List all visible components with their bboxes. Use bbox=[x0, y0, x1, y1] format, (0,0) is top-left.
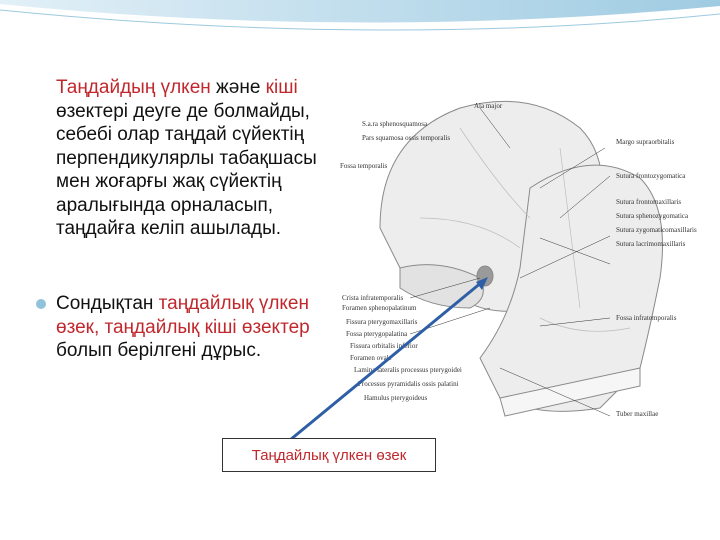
figure-label: Sutura frontozygomatica bbox=[616, 172, 686, 180]
figure-label: Lamina lateralis processus pterygoidei bbox=[354, 366, 462, 374]
figure-label: Fissura orbitalis inferior bbox=[350, 342, 418, 350]
skull-illustration: Ala major S.a.ra sphenosquamosa Pars squ… bbox=[340, 100, 697, 418]
figure-label: Pars squamosa ossis temporalis bbox=[362, 134, 450, 142]
figure-label: Margo supraorbitalis bbox=[616, 138, 675, 146]
paragraph-text: өзектері деуге де болмайды, себебі олар … bbox=[56, 100, 317, 240]
figure-label: Sutura sphenozygomatica bbox=[616, 212, 689, 220]
figure-label: Sutura lacrimomaxillaris bbox=[616, 240, 686, 248]
figure-label: Ala major bbox=[474, 102, 503, 110]
figure-label: Sutura frontomaxillaris bbox=[616, 198, 681, 206]
figure-label: Fissura pterygomaxillaris bbox=[346, 318, 418, 326]
callout-box: Таңдайлық үлкен өзек bbox=[222, 438, 436, 472]
bullet-highlight: таңдайлық үлкен өзек, таңдайлық кіші өзе… bbox=[56, 293, 310, 338]
figure-label: Fossa temporalis bbox=[340, 162, 388, 170]
callout-label: Таңдайлық үлкен өзек bbox=[251, 446, 407, 464]
figure-label: Foramen sphenopalatinum bbox=[342, 304, 417, 312]
highlight-text: кіші bbox=[265, 77, 298, 98]
figure-label: S.a.ra sphenosquamosa bbox=[362, 120, 428, 128]
main-paragraph: Таңдайдың үлкен және кіші өзектері деуге… bbox=[50, 76, 340, 241]
figure-label: Sutura zygomaticomaxillaris bbox=[616, 226, 697, 234]
figure-label: Fossa pterygopalatina bbox=[346, 330, 408, 338]
header-swoosh bbox=[0, 0, 720, 31]
figure-label: Hamulus pterygoideus bbox=[364, 394, 427, 402]
figure-label: Foramen ovale bbox=[350, 354, 392, 362]
bullet-text: Сондықтан bbox=[56, 293, 159, 314]
highlight-text: Таңдайдың үлкен bbox=[56, 77, 211, 98]
figure-label: Fossa infratemporalis bbox=[616, 314, 677, 322]
figure-label: Crista infratemporalis bbox=[342, 294, 404, 302]
paragraph-text: және bbox=[210, 77, 261, 98]
bullet-item: Сондықтан таңдайлық үлкен өзек, таңдайлы… bbox=[36, 292, 336, 363]
bullet-text: болып берілгені дұрыс. bbox=[56, 340, 262, 361]
bullet-icon bbox=[36, 299, 46, 309]
figure-label: Tuber maxillae bbox=[616, 410, 658, 418]
figure-label: Processus pyramidalis ossis palatini bbox=[358, 380, 459, 388]
